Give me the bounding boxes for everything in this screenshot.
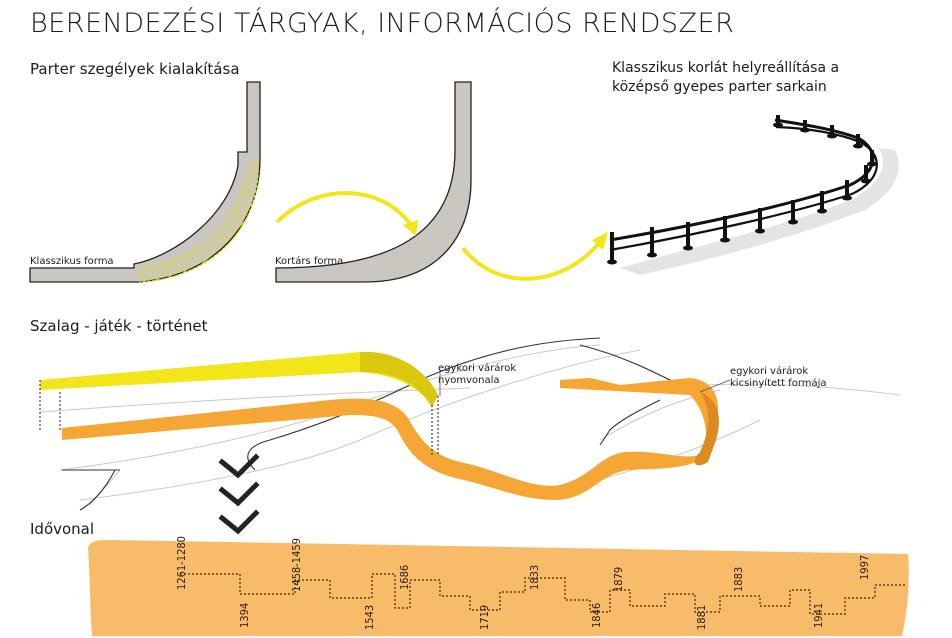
railing-post: [820, 191, 824, 211]
parter-heading: Parter szegélyek kialakítása: [30, 60, 240, 78]
railing-post-base: [817, 208, 827, 214]
transition-arrow-2: [461, 232, 608, 281]
railing-post-base: [827, 133, 837, 139]
railing-post: [845, 180, 849, 198]
railing-post: [650, 227, 654, 255]
railing-post: [723, 216, 727, 240]
railing-post-base: [788, 219, 798, 225]
railing-post-base: [607, 259, 617, 265]
railing-post: [776, 115, 780, 125]
railing-post-base: [647, 252, 657, 258]
moat-miniature-note: egykori várárok kicsinyített formája: [730, 366, 827, 389]
railing-post-base: [683, 245, 693, 251]
timeline-year: 1719: [478, 605, 491, 630]
railing-post: [856, 134, 860, 146]
railing-post-base: [773, 122, 783, 128]
ribbon-heading: Szalag - játék - történet: [30, 317, 208, 335]
railing-caption-line1: Klasszikus korlát helyreállítása a: [612, 60, 840, 76]
classic-border-drawing: [29, 81, 261, 283]
railing-post-base: [861, 178, 871, 184]
railing-post-base: [842, 195, 852, 201]
timeline-year: 1543: [363, 605, 376, 630]
timeline-year: 1833: [528, 565, 541, 590]
timeline-year: 1883: [732, 567, 745, 592]
classic-form-label: Klasszikus forma: [30, 256, 114, 267]
page-title: BERENDEZÉSI TÁRGYAK, INFORMÁCIÓS RENDSZE…: [30, 8, 735, 39]
railing-post: [791, 200, 795, 222]
railing-post: [830, 125, 834, 136]
timeline-heading: Idővonal: [30, 520, 95, 538]
timeline-year: 1881: [695, 605, 708, 630]
timeline-year: 1686: [398, 565, 411, 590]
timeline-year: 1879: [612, 567, 625, 592]
down-chevrons: [218, 453, 260, 535]
railing-post: [864, 165, 868, 181]
railing-post: [686, 222, 690, 248]
timeline-year: 1846: [590, 603, 603, 628]
railing-post-base: [755, 228, 765, 234]
railing-caption: Klasszikus korlát helyreállítása a közép…: [612, 59, 839, 97]
railing-post-base: [867, 161, 877, 167]
transition-arrow-1: [275, 191, 418, 236]
railing-caption-line2: középső gyepes parter sarkain: [612, 79, 827, 95]
railing-post: [870, 150, 874, 164]
timeline-year: 1394: [238, 603, 251, 628]
railing-post-base: [853, 143, 863, 149]
timeline-year: 1997: [858, 555, 871, 580]
modern-form-label: Kortárs forma: [275, 256, 344, 267]
railing-post: [803, 120, 807, 130]
railing-post: [758, 208, 762, 231]
timeline-year: 1941: [812, 603, 825, 628]
timeline-year: 1458-1459: [290, 538, 303, 592]
railing-post-base: [720, 237, 730, 243]
railing-post: [610, 232, 614, 262]
timeline-year: 1261-1280: [175, 536, 188, 590]
modern-border-drawing: [275, 81, 472, 283]
railing-post-base: [800, 127, 810, 133]
moat-trace-note: egykori várárok nyomvonala: [438, 363, 517, 386]
